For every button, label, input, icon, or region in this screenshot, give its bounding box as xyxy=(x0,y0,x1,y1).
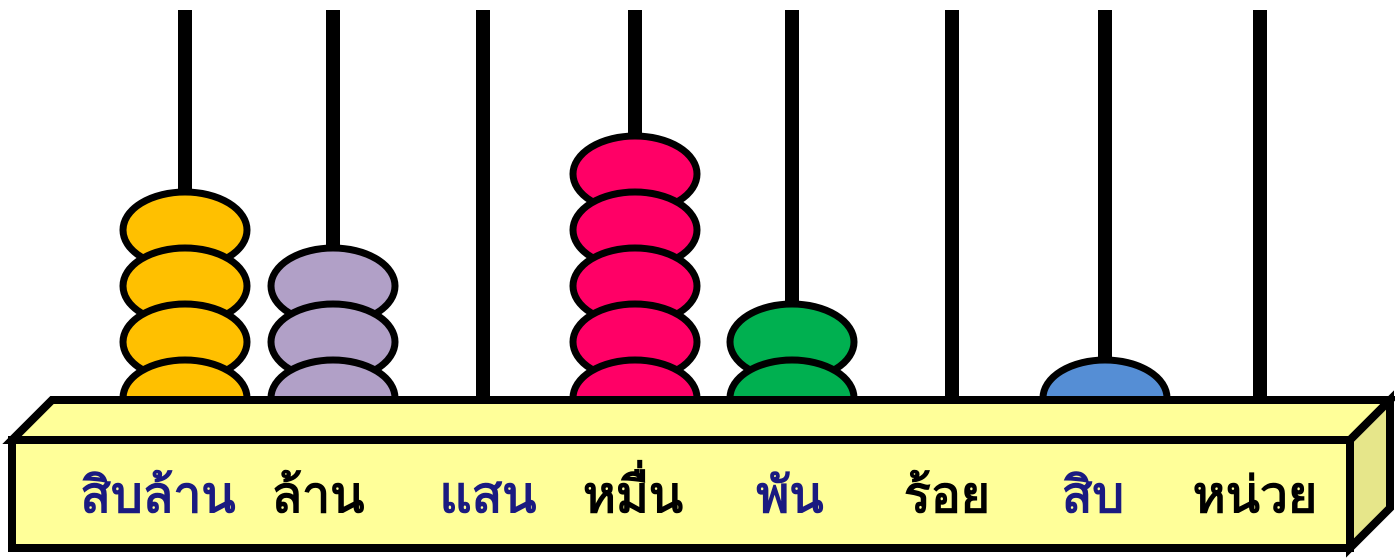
place-label-3: แสน xyxy=(440,466,537,524)
abacus-base xyxy=(2,390,1395,558)
rod-8 xyxy=(1253,10,1267,436)
place-label-5: พัน xyxy=(756,466,823,524)
place-label-1: สิบล้าน xyxy=(80,466,235,524)
place-label-8: หน่วย xyxy=(1193,466,1318,524)
rod-7 xyxy=(1098,10,1112,436)
abacus-beads xyxy=(119,132,1171,440)
rod-3 xyxy=(476,10,490,436)
base-front-face xyxy=(8,436,1354,552)
place-value-labels: สิบล้าน ล้าน แสน หมื่น พัน ร้อย สิบ หน่วย xyxy=(80,460,1317,524)
place-label-6: ร้อย xyxy=(904,466,990,524)
place-label-7: สิบ xyxy=(1062,466,1124,524)
place-label-2: ล้าน xyxy=(272,466,365,524)
rod-6 xyxy=(945,10,959,436)
place-label-4: หมื่น xyxy=(583,460,683,524)
base-top-face xyxy=(2,396,1395,444)
